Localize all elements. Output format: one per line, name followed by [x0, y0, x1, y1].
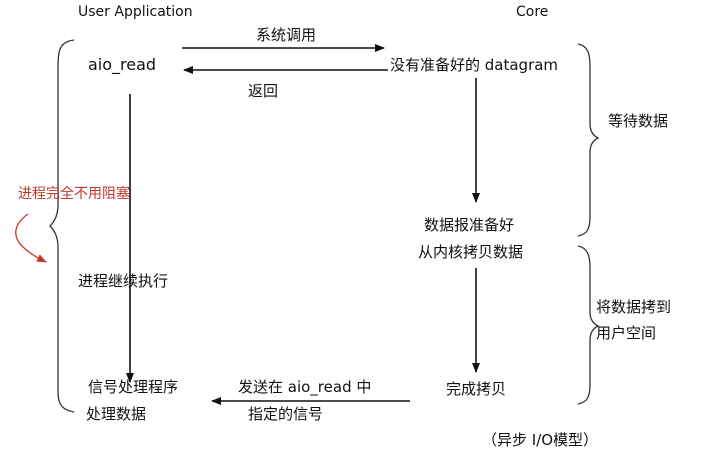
no-block-annotation-arrow — [15, 213, 47, 263]
copy-to-user-label-2: 用户空间 — [596, 324, 656, 342]
send-signal-label-1: 发送在 aio_read 中 — [238, 378, 371, 397]
process-data-label: 处理数据 — [86, 405, 146, 423]
aio-read-label: aio_read — [88, 55, 156, 75]
copy-to-user-brace — [577, 245, 600, 405]
datagram-ready-label: 数据报准备好 — [424, 216, 514, 234]
diagram-caption: （异步 I/O模型） — [482, 431, 598, 449]
syscall-label: 系统调用 — [256, 26, 316, 44]
no-block-annotation: 进程完全不用阻塞 — [18, 185, 130, 202]
no-datagram-label: 没有准备好的 datagram — [390, 56, 558, 74]
copy-to-user-label-1: 将数据拷到 — [596, 298, 671, 316]
signal-handler-label: 信号处理程序 — [88, 378, 178, 396]
header-user-application: User Application — [78, 4, 193, 20]
process-continue-label: 进程继续执行 — [78, 272, 168, 290]
copy-from-kernel-label: 从内核拷贝数据 — [418, 243, 523, 261]
copy-done-label: 完成拷贝 — [446, 380, 506, 398]
return-label: 返回 — [248, 82, 278, 100]
wait-data-brace — [577, 43, 600, 237]
left-brace — [49, 39, 75, 413]
header-core: Core — [516, 4, 548, 20]
wait-data-label: 等待数据 — [608, 112, 668, 130]
send-signal-label-2: 指定的信号 — [248, 405, 323, 423]
